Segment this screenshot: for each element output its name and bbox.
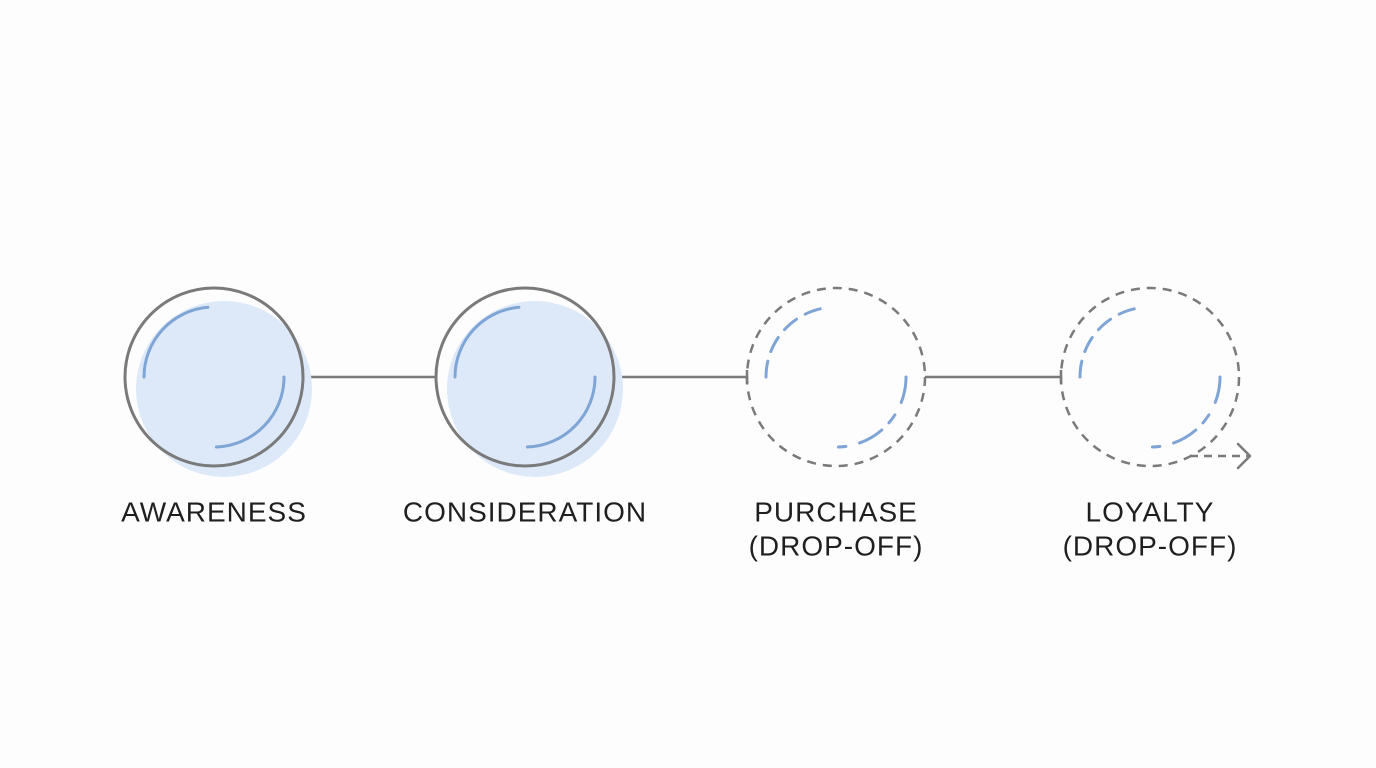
- stage-node: [745, 286, 927, 468]
- stage-label: CONSIDERATION: [403, 496, 647, 527]
- stage-node-outline-dashed: [745, 286, 927, 468]
- stage-label: (DROP-OFF): [749, 530, 924, 561]
- highlight-arc: [214, 375, 286, 449]
- stage-node: [1059, 286, 1241, 468]
- arrow-right-icon: [1236, 442, 1252, 470]
- highlight-arc: [453, 305, 521, 379]
- stage-node: [123, 286, 312, 477]
- stage-node-outline-dashed: [1059, 286, 1241, 468]
- highlight-arc: [142, 305, 210, 379]
- stage-node: [434, 286, 623, 477]
- stage-node-outline: [434, 286, 616, 468]
- stage-node-fill: [136, 301, 312, 477]
- stage-label: LOYALTY: [1086, 496, 1215, 527]
- highlight-arc-dashed: [1078, 305, 1146, 379]
- stage-node-outline: [123, 286, 305, 468]
- highlight-arc-dashed: [836, 375, 908, 449]
- highlight-arc-dashed: [1150, 375, 1222, 449]
- highlight-arc-dashed: [764, 305, 832, 379]
- stage-label: PURCHASE: [754, 496, 918, 527]
- stage-label: AWARENESS: [121, 496, 307, 527]
- stage-label: (DROP-OFF): [1063, 530, 1238, 561]
- stage-node-fill: [447, 301, 623, 477]
- highlight-arc: [525, 375, 597, 449]
